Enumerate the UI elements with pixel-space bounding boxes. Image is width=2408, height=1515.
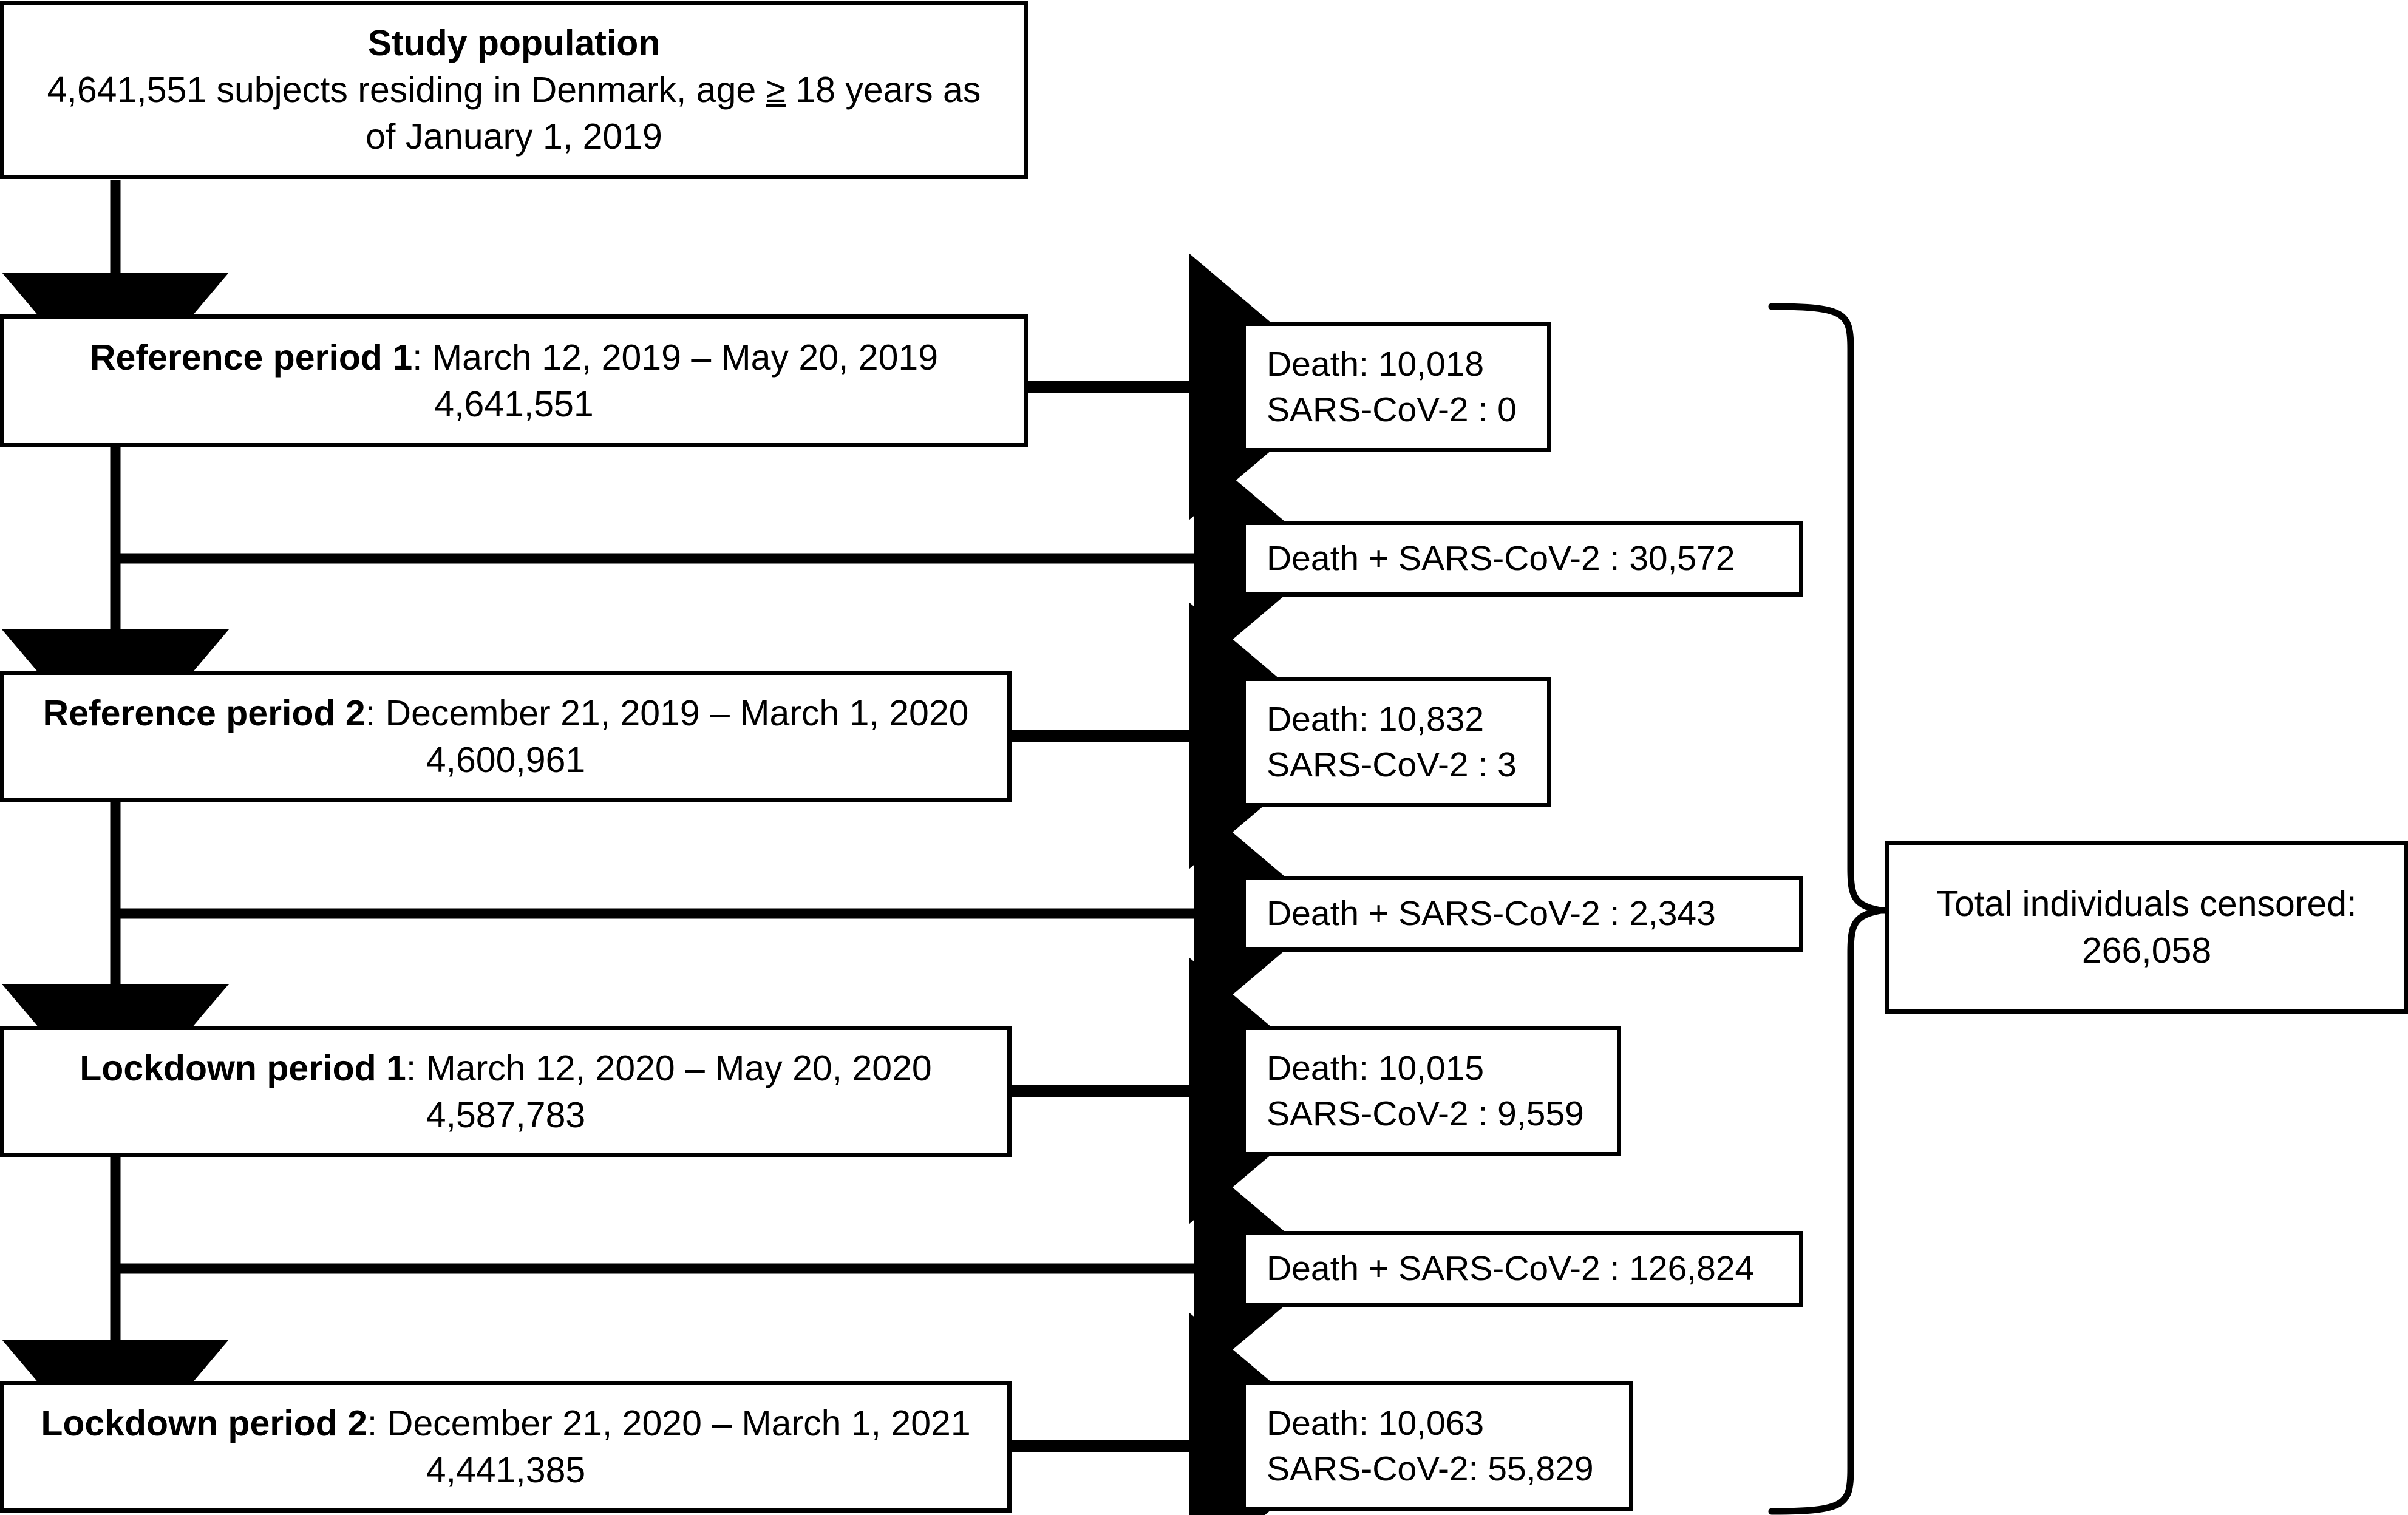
reference-period-2-box: Reference period 2: December 21, 2019 – … [0,671,1012,802]
reference-period-1-title: Reference period 1: March 12, 2019 – May… [90,334,938,381]
lockdown-period-1-separator: : [406,1048,426,1088]
reference-period-1-separator: : [412,337,432,378]
lockdown-period-1-label: Lockdown period 1 [80,1048,406,1088]
total-censored-label: Total individuals censored: [1936,883,2357,924]
reference-period-2-count: 4,600,961 [426,739,586,780]
outcome-lockdown-period-2-box: Death: 10,063 SARS-CoV-2: 55,829 [1242,1381,1633,1511]
reference-period-2-separator: : [365,693,386,733]
total-censored-box: Total individuals censored: 266,058 [1885,841,2408,1014]
reference-period-2-label: Reference period 2 [43,693,366,733]
censored-reference-period-2-box: Death + SARS-CoV-2 : 2,343 [1242,876,1803,952]
outcome-reference-period-1-death: Death: 10,018 [1267,345,1485,384]
reference-period-2-title: Reference period 2: December 21, 2019 – … [43,690,969,737]
lockdown-period-2-label: Lockdown period 2 [41,1403,367,1443]
outcome-lockdown-period-2-death: Death: 10,063 [1267,1404,1485,1443]
study-population-line-1-post: 18 years as [785,70,981,110]
greater-than-or-equal-symbol: ≥ [766,70,786,110]
censored-reference-period-1-box: Death + SARS-CoV-2 : 30,572 [1242,521,1803,597]
outcome-lockdown-period-2-sars: SARS-CoV-2: 55,829 [1267,1449,1594,1488]
outcome-lockdown-period-1-sars: SARS-CoV-2 : 9,559 [1267,1094,1584,1133]
study-population-line-1-pre: 4,641,551 subjects residing in Denmark, … [47,70,766,110]
outcome-reference-period-1-sars: SARS-CoV-2 : 0 [1267,390,1517,429]
total-censored-value: 266,058 [2081,930,2212,971]
outcome-lockdown-period-1-death: Death: 10,015 [1267,1049,1485,1088]
censored-lockdown-period-1-box: Death + SARS-CoV-2 : 126,824 [1242,1231,1803,1307]
censored-reference-period-1-text: Death + SARS-CoV-2 : 30,572 [1267,539,1735,578]
study-population-line-2: of January 1, 2019 [366,116,662,157]
outcome-reference-period-2-sars: SARS-CoV-2 : 3 [1267,745,1517,784]
lockdown-period-1-box: Lockdown period 1: March 12, 2020 – May … [0,1026,1012,1157]
lockdown-period-1-title: Lockdown period 1: March 12, 2020 – May … [80,1045,932,1092]
outcome-lockdown-period-1-box: Death: 10,015 SARS-CoV-2 : 9,559 [1242,1026,1621,1156]
study-population-line-1: 4,641,551 subjects residing in Denmark, … [47,67,981,114]
lockdown-period-2-count: 4,441,385 [426,1449,586,1490]
study-population-heading: Study population [367,23,661,64]
lockdown-period-2-dates: December 21, 2020 – March 1, 2021 [387,1403,971,1443]
lockdown-period-1-dates: March 12, 2020 – May 20, 2020 [426,1048,932,1088]
lockdown-period-2-title: Lockdown period 2: December 21, 2020 – M… [41,1400,970,1447]
lockdown-period-2-separator: : [367,1403,387,1443]
outcome-reference-period-2-death: Death: 10,832 [1267,700,1485,739]
reference-period-1-count: 4,641,551 [434,384,594,424]
reference-period-1-label: Reference period 1 [89,337,413,378]
lockdown-period-1-count: 4,587,783 [426,1094,586,1135]
lockdown-period-2-box: Lockdown period 2: December 21, 2020 – M… [0,1381,1012,1513]
study-population-box: Study population 4,641,551 subjects resi… [0,1,1028,179]
outcome-reference-period-1-box: Death: 10,018 SARS-CoV-2 : 0 [1242,322,1551,452]
censored-lockdown-period-1-text: Death + SARS-CoV-2 : 126,824 [1267,1249,1755,1289]
reference-period-2-dates: December 21, 2019 – March 1, 2020 [385,693,969,733]
reference-period-1-dates: March 12, 2019 – May 20, 2019 [432,337,939,378]
reference-period-1-box: Reference period 1: March 12, 2019 – May… [0,314,1028,447]
outcome-reference-period-2-box: Death: 10,832 SARS-CoV-2 : 3 [1242,677,1551,807]
censored-reference-period-2-text: Death + SARS-CoV-2 : 2,343 [1267,894,1716,934]
